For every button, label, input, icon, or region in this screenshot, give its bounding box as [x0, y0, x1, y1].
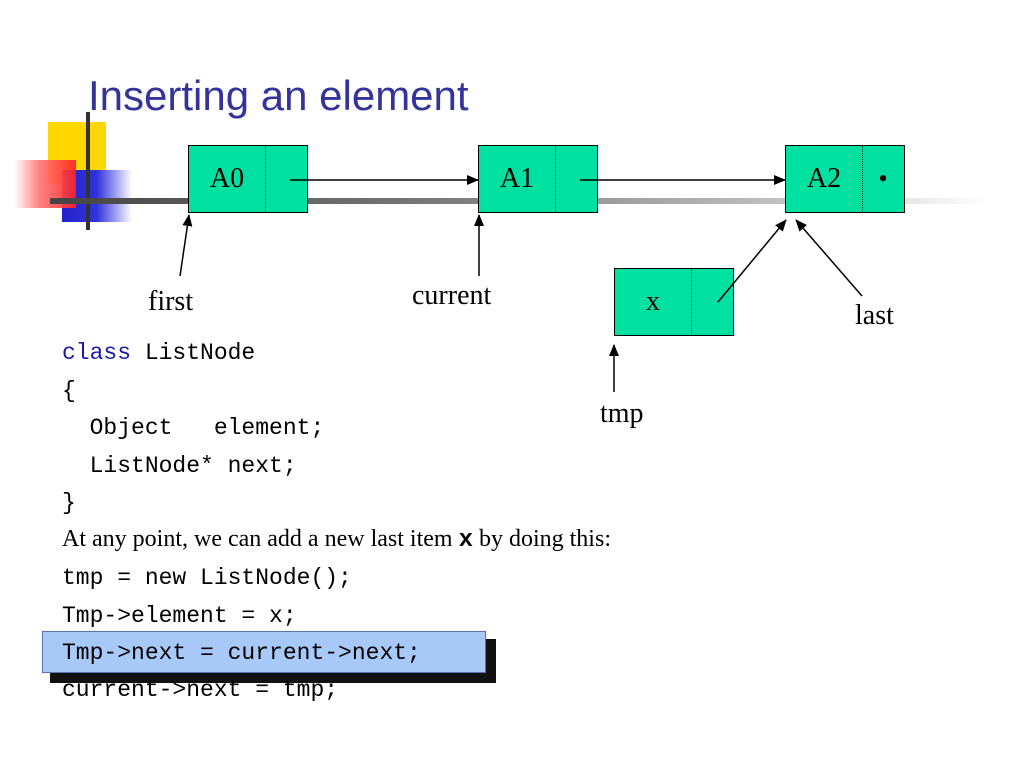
label-current: current — [412, 280, 492, 311]
code-line-link-current: current->next = tmp; — [62, 677, 339, 703]
arrow-first — [179, 214, 193, 277]
prose-before: At any point, we can add a new last item — [62, 526, 459, 552]
label-first: first — [148, 286, 194, 317]
highlight-box — [42, 631, 486, 673]
code-line-open-brace: { — [62, 378, 76, 404]
node-a0-data: A0 — [189, 146, 266, 212]
code-line-next: ListNode* next; — [62, 453, 297, 479]
node-x: x — [614, 268, 734, 336]
label-tmp: tmp — [600, 398, 644, 429]
code-line-set-next-highlighted: Tmp->next = current->next; — [62, 640, 421, 666]
explanation-text: At any point, we can add a new last item… — [62, 526, 611, 554]
code-line-set-element: Tmp->element = x; — [62, 603, 297, 629]
slide-title: Inserting an element — [88, 72, 469, 119]
deco-vertical-line — [86, 112, 90, 230]
node-a1-data: A1 — [479, 146, 556, 212]
code-line-element: Object element; — [62, 415, 325, 441]
class-name: ListNode — [131, 340, 256, 366]
node-a2-null-pointer: • — [878, 164, 888, 193]
prose-var: x — [458, 527, 473, 554]
label-last: last — [855, 300, 894, 331]
arrow-x-to-a2 — [717, 219, 787, 303]
node-x-data: x — [615, 269, 692, 335]
node-a2: A2 • — [785, 145, 905, 213]
arrow-last — [795, 219, 863, 297]
code-line-close-brace: } — [62, 490, 76, 516]
node-a2-data: A2 — [786, 146, 863, 212]
prose-after: by doing this: — [472, 526, 611, 552]
keyword-class: class — [62, 340, 132, 366]
code-line-new-node: tmp = new ListNode(); — [62, 565, 352, 591]
code-line-class: class ListNode — [62, 340, 255, 366]
node-a0: A0 — [188, 145, 308, 213]
